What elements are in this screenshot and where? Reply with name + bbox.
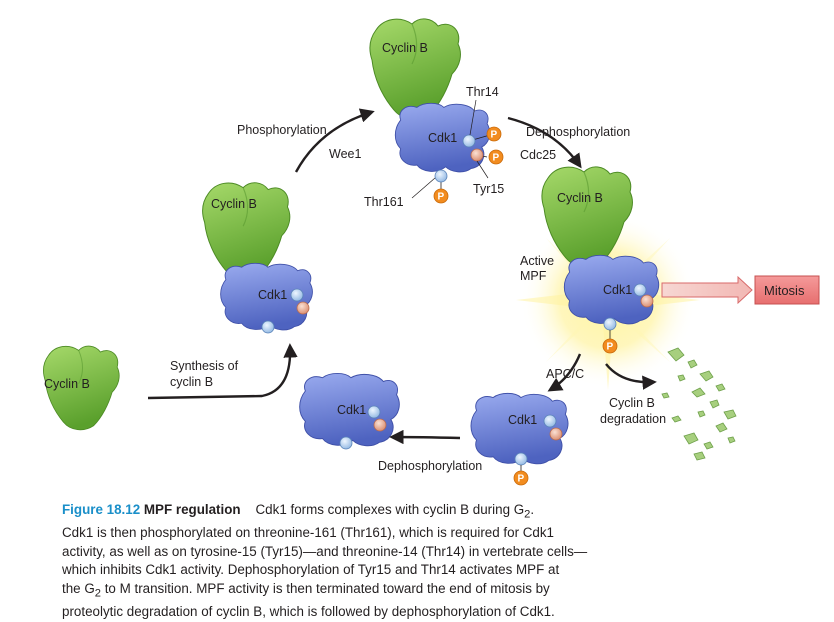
- phosphate-label: P: [493, 153, 500, 164]
- arrow-apc-c: [547, 353, 582, 392]
- mitosis-box: [754, 275, 820, 305]
- cyclin-b-degradation-label-1: Cyclin B: [609, 396, 655, 410]
- tyr15-site-bottom-left: [373, 418, 387, 432]
- thr14-site-right: [633, 283, 647, 297]
- thr14-label: Thr14: [466, 85, 499, 99]
- cdk1-label-left: Cdk1: [258, 288, 287, 302]
- caption-subscript: 2: [94, 587, 101, 600]
- apc-c-label: APC/C: [546, 367, 584, 381]
- cdc25-label: Cdc25: [520, 148, 556, 162]
- arrow-phosphorylation: [294, 108, 375, 173]
- phosphate-label: P: [438, 192, 445, 203]
- phosphate-label: P: [518, 474, 525, 485]
- cdk1-label-top: Cdk1: [428, 131, 457, 145]
- tyr15-site-left: [296, 301, 310, 315]
- cyclin-b-label-free: Cyclin B: [44, 377, 90, 391]
- caption-line-2: Cdk1 is then phosphorylated on threonine…: [62, 525, 555, 541]
- thr14-leader: [469, 99, 477, 136]
- mpf-label: MPF: [520, 269, 547, 283]
- cdk1-label-bottom-right: Cdk1: [508, 413, 537, 427]
- thr14-site-bottom-left: [367, 405, 381, 419]
- caption-text: the G: [62, 581, 95, 597]
- caption-subscript: 2: [524, 508, 531, 521]
- phosphate-thr14: [486, 126, 502, 142]
- figure-title: MPF regulation: [143, 502, 241, 517]
- wee1-label: Wee1: [329, 147, 361, 161]
- thr161-site-bottom-right: [514, 452, 528, 466]
- cdk1-label-right: Cdk1: [603, 283, 632, 297]
- caption-text: .: [530, 502, 535, 517]
- cdk1-label-bottom-left: Cdk1: [337, 403, 366, 417]
- phosphate-thr161: [433, 188, 449, 204]
- thr161-label: Thr161: [364, 195, 404, 209]
- thr161-site-top: [434, 169, 448, 183]
- figure-number: Figure 18.12: [62, 502, 141, 517]
- caption-line-4: which inhibits Cdk1 activity. Dephosphor…: [62, 562, 560, 578]
- arrow-dephosphorylation-bottom: [389, 429, 461, 445]
- thr161-site-right: [603, 317, 617, 331]
- caption-text: Cdk1 forms complexes with cyclin B durin…: [255, 502, 525, 517]
- synthesis-label-1: Synthesis of: [170, 359, 239, 373]
- phosphate-label: P: [607, 342, 614, 353]
- dephosphorylation-label-bottom: Dephosphorylation: [378, 459, 482, 473]
- mitosis-arrow: [661, 275, 753, 305]
- thr161-leader: [411, 177, 436, 199]
- arrow-synthesis: [147, 343, 298, 400]
- tyr15-site-top: [470, 148, 484, 162]
- caption-line-6: proteolytic degradation of cyclin B, whi…: [62, 604, 555, 620]
- dephosphorylation-label-top: Dephosphorylation: [526, 125, 630, 139]
- phosphate-thr161-bottom: [513, 470, 529, 486]
- mitosis-label: Mitosis: [764, 283, 805, 298]
- active-label: Active: [520, 254, 554, 268]
- tyr15-site-bottom-right: [549, 427, 563, 441]
- synthesis-label-2: cyclin B: [170, 375, 213, 389]
- tyr15-leader: [476, 160, 489, 179]
- cyclin-b-label-top: Cyclin B: [382, 41, 428, 55]
- tyr15-site-right: [640, 294, 654, 308]
- cyclin-b-label-left: Cyclin B: [211, 197, 257, 211]
- phosphate-label: P: [491, 130, 498, 141]
- cyclin-b-label-right: Cyclin B: [557, 191, 603, 205]
- tyr15-label: Tyr15: [473, 182, 504, 196]
- figure-caption: Figure 18.12 MPF regulation Cdk1 forms c…: [62, 501, 762, 622]
- thr161-site-bottom-left: [339, 436, 353, 450]
- caption-line-5: the G2 to M transition. MPF activity is …: [62, 580, 762, 603]
- phosphorylation-label: Phosphorylation: [237, 123, 327, 137]
- thr14-site-bottom-right: [543, 414, 557, 428]
- cyclin-b-degradation-label-2: degradation: [600, 412, 666, 426]
- thr161-site-left: [261, 320, 275, 334]
- mpf-regulation-diagram: Cyclin B Cdk1 P P P Thr14 Tyr15 Thr161 C…: [42, 18, 820, 486]
- arrow-degradation: [605, 363, 657, 390]
- caption-text: to M transition. MPF activity is then te…: [100, 581, 550, 597]
- thr14-site-left: [290, 288, 304, 302]
- arrow-dephosphorylation-top: [507, 116, 582, 169]
- caption-line-3: activity, as well as on tyrosine-15 (Tyr…: [62, 543, 588, 559]
- caption-line-1: Figure 18.12 MPF regulation Cdk1 forms c…: [62, 501, 762, 524]
- phosphate-thr161-right: [602, 338, 618, 354]
- cyclin-b-fragments: [661, 347, 737, 461]
- phosphate-tyr15: [488, 149, 504, 165]
- thr14-site-top: [462, 134, 476, 148]
- cyclin-b-top: [369, 18, 462, 120]
